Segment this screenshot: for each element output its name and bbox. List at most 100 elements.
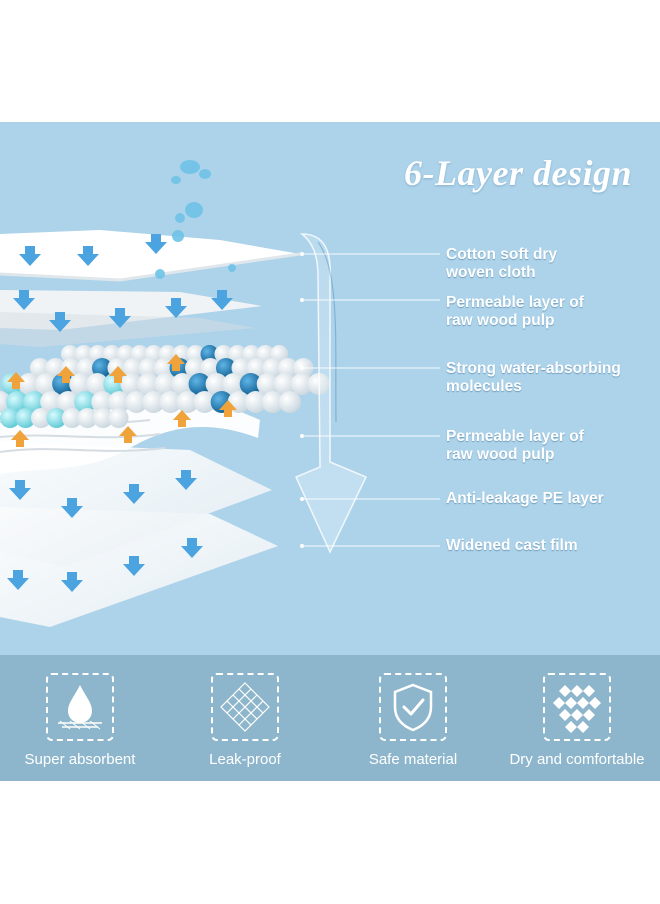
- absorbent-bead: [18, 373, 41, 395]
- absorbent-bead: [77, 408, 98, 428]
- absorbent-bead: [125, 391, 148, 413]
- absorbent-bead: [15, 408, 36, 428]
- down-arrow-icon: [123, 484, 145, 504]
- absorbent-bead: [62, 408, 82, 428]
- up-arrow-icon: [219, 400, 237, 417]
- layer-1-label-line1: Cotton soft dry: [446, 246, 558, 263]
- down-arrow-icon: [7, 570, 29, 590]
- feature-icon-frame: [379, 673, 447, 741]
- down-arrow-icon: [61, 498, 83, 518]
- layer-4-label-line1: Permeable layer of: [446, 428, 584, 445]
- layer-2-label-line2: raw wood pulp: [446, 312, 555, 329]
- absorbent-bead: [57, 391, 80, 413]
- absorbent-bead: [138, 358, 159, 378]
- absorbent-bead: [200, 358, 221, 378]
- absorbent-bead: [247, 358, 267, 378]
- absorbent-bead: [142, 391, 165, 413]
- absorbent-bead: [185, 358, 205, 378]
- absorbent-bead: [216, 358, 236, 378]
- feature-dry-comfortable: Dry and comfortable: [502, 655, 652, 781]
- down-arrow-icon: [13, 290, 35, 310]
- absorbent-bead: [0, 408, 20, 428]
- feature-label: Leak-proof: [209, 751, 281, 768]
- absorbent-bead: [222, 373, 245, 395]
- layer-2-label-line1: Permeable layer of: [446, 294, 584, 311]
- layer-3-label: Strong water-absorbing molecules: [446, 360, 621, 396]
- absorbent-bead: [171, 373, 194, 395]
- layer-1-sheet: [0, 230, 301, 282]
- feature-label: Dry and comfortable: [509, 751, 645, 768]
- layer-4-label-line2: raw wood pulp: [446, 446, 555, 463]
- down-arrow-icon: [9, 480, 31, 500]
- up-arrow-icon: [57, 366, 75, 383]
- label-leader-lines: [302, 253, 440, 547]
- layer-5-label: Anti-leakage PE layer: [446, 490, 604, 508]
- water-drop-icon: [58, 685, 102, 730]
- down-arrow-icon: [61, 572, 83, 592]
- down-arrow-icon: [109, 308, 131, 328]
- feature-icon-frame: [543, 673, 611, 741]
- up-arrow-icon: [109, 366, 127, 383]
- feature-label: Super absorbent: [24, 751, 136, 768]
- feature-label: Safe material: [368, 751, 458, 768]
- absorbent-bead: [23, 391, 46, 413]
- absorbent-bead: [176, 391, 199, 413]
- water-droplets: [155, 160, 236, 279]
- feature-safe-material: Safe material: [338, 655, 488, 781]
- upward-arrows: [7, 354, 237, 447]
- layer-2-label: Permeable layer of raw wood pulp: [446, 294, 584, 330]
- absorbent-bead: [61, 345, 79, 363]
- layer-1-label: Cotton soft dry woven cloth: [446, 246, 557, 282]
- layer-6-label-line1: Widened cast film: [446, 537, 578, 554]
- up-arrow-icon: [167, 354, 185, 371]
- absorbent-bead: [92, 358, 112, 378]
- layer-5-sheet: [0, 442, 272, 567]
- absorbent-bead: [46, 408, 67, 428]
- layer-diagram-panel: 6-Layer design Cotton soft dry woven clo…: [0, 122, 660, 655]
- absorbent-bead: [290, 373, 313, 395]
- absorbent-bead: [154, 373, 177, 395]
- absorbent-bead: [86, 373, 109, 395]
- shield-check-icon: [393, 683, 433, 732]
- absorbent-bead: [6, 391, 29, 413]
- absorbent-bead: [261, 391, 284, 413]
- absorbent-bead: [40, 391, 63, 413]
- page-title: 6-Layer design: [404, 153, 632, 193]
- absorbent-bead: [278, 391, 301, 413]
- absorbent-bead: [93, 408, 113, 428]
- absorbent-bead: [108, 391, 131, 413]
- feature-super-absorbent: Super absorbent: [5, 655, 155, 781]
- up-arrow-icon: [119, 426, 137, 443]
- feature-bar: Super absorbent Leak-proof Safe material: [0, 655, 660, 781]
- layer-6-label: Widened cast film: [446, 537, 578, 555]
- absorbent-bead: [193, 391, 216, 413]
- absorbent-bead: [244, 391, 267, 413]
- absorbent-bead: [137, 373, 160, 395]
- absorption-arrows: [7, 234, 233, 592]
- down-arrow-icon: [165, 298, 187, 318]
- down-arrow-icon: [49, 312, 71, 332]
- absorbent-bead: [200, 345, 219, 363]
- absorbent-bead: [35, 373, 58, 395]
- absorbent-bead: [31, 408, 51, 428]
- absorbent-bead: [76, 358, 97, 378]
- feature-icon-frame: [211, 673, 279, 741]
- down-arrow-icon: [175, 470, 197, 490]
- absorbent-bead: [278, 358, 298, 378]
- absorbent-bead: [69, 373, 92, 395]
- absorbent-bead: [120, 373, 143, 395]
- layer-4-label: Permeable layer of raw wood pulp: [446, 428, 584, 464]
- mesh-icon: [220, 682, 270, 732]
- absorbent-bead: [91, 391, 114, 413]
- absorbent-bead: [231, 358, 252, 378]
- absorbent-bead: [159, 391, 182, 413]
- layer-illustration: [0, 160, 440, 627]
- layer-3-label-line2: molecules: [446, 378, 522, 395]
- absorbent-bead: [256, 373, 279, 395]
- absorbent-bead: [273, 373, 296, 395]
- down-arrow-icon: [145, 234, 167, 254]
- layer-1-label-line2: woven cloth: [446, 264, 536, 281]
- down-arrow-icon: [123, 556, 145, 576]
- down-arrow-icon: [211, 290, 233, 310]
- layer-3-label-line1: Strong water-absorbing: [446, 360, 621, 377]
